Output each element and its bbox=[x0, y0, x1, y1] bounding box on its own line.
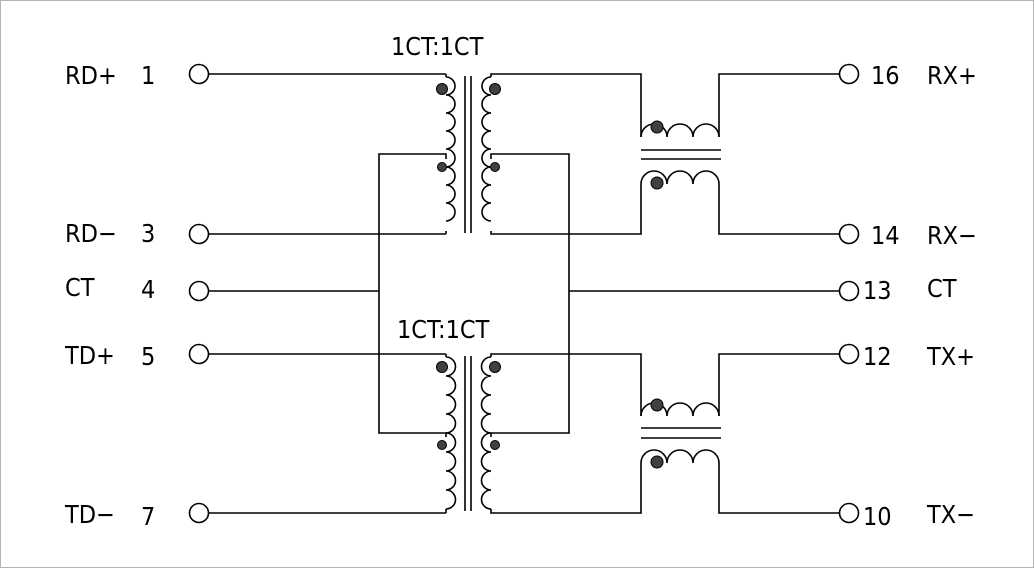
middle-wiring bbox=[490, 73, 839, 514]
polarity-dot bbox=[489, 361, 501, 373]
pin-number-13: 13 bbox=[863, 276, 892, 305]
terminal-pin-3 bbox=[188, 223, 210, 245]
upper-transformer-ratio-label: 1CT:1CT bbox=[391, 32, 484, 61]
polarity-dot bbox=[437, 440, 447, 450]
pin-name-rd-minus: RD− bbox=[65, 219, 117, 248]
pin-number-1: 1 bbox=[141, 61, 155, 90]
terminal-pin-1 bbox=[188, 63, 210, 85]
lower-isolation-transformer bbox=[436, 356, 501, 511]
pin-name-rd-plus: RD+ bbox=[65, 61, 117, 90]
left-wiring bbox=[209, 73, 447, 514]
polarity-dot bbox=[436, 83, 448, 95]
lower-transformer-ratio-label: 1CT:1CT bbox=[397, 315, 490, 344]
terminal-pin-12 bbox=[838, 343, 860, 365]
terminal-pin-14 bbox=[838, 223, 860, 245]
pin-number-16: 16 bbox=[871, 61, 900, 90]
terminal-pin-4 bbox=[188, 280, 210, 302]
lower-common-mode-choke bbox=[640, 398, 721, 469]
polarity-dot bbox=[489, 83, 501, 95]
pin-name-tx-plus: TX+ bbox=[926, 342, 975, 371]
pin-number-4: 4 bbox=[141, 275, 155, 304]
pin-number-7: 7 bbox=[141, 502, 155, 531]
pin-number-5: 5 bbox=[141, 342, 155, 371]
pin-name-td-minus: TD− bbox=[64, 500, 115, 529]
pin-name-rx-minus: RX− bbox=[927, 221, 977, 250]
polarity-dot bbox=[650, 176, 664, 190]
pin-number-3: 3 bbox=[141, 219, 155, 248]
polarity-dot bbox=[650, 120, 664, 134]
polarity-dot bbox=[650, 398, 664, 412]
pin-name-rx-plus: RX+ bbox=[927, 61, 977, 90]
terminal-pin-5 bbox=[188, 343, 210, 365]
polarity-dot bbox=[650, 455, 664, 469]
terminal-pin-16 bbox=[838, 63, 860, 85]
terminal-pin-13 bbox=[838, 280, 860, 302]
terminal-pin-10 bbox=[838, 502, 860, 524]
terminal-pin-7 bbox=[188, 502, 210, 524]
upper-common-mode-choke bbox=[640, 120, 721, 190]
pin-name-ct-left: CT bbox=[65, 273, 95, 302]
upper-isolation-transformer bbox=[436, 76, 501, 233]
pin-number-10: 10 bbox=[863, 502, 892, 531]
pin-name-tx-minus: TX− bbox=[926, 500, 975, 529]
pin-name-ct-right: CT bbox=[927, 274, 957, 303]
polarity-dot bbox=[436, 361, 448, 373]
polarity-dot bbox=[490, 440, 500, 450]
right-wiring bbox=[718, 73, 839, 514]
polarity-dot bbox=[490, 162, 500, 172]
pin-number-12: 12 bbox=[863, 342, 892, 371]
polarity-dot bbox=[437, 162, 447, 172]
pin-name-td-plus: TD+ bbox=[64, 341, 115, 370]
pin-number-14: 14 bbox=[871, 221, 900, 250]
